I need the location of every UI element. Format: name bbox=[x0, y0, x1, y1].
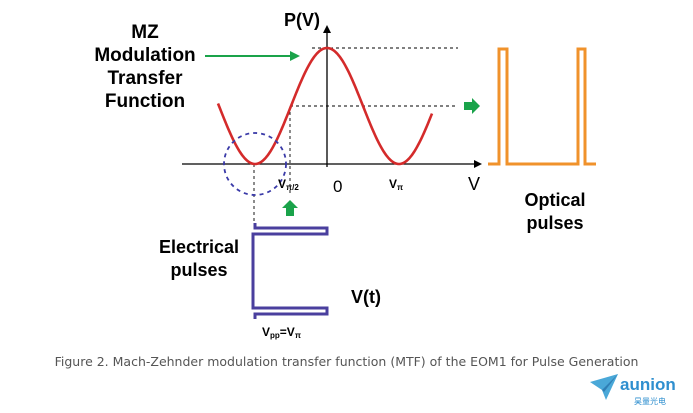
tick-zero: 0 bbox=[333, 177, 342, 196]
paper-plane-icon bbox=[590, 374, 618, 400]
title-line-1: MZ bbox=[131, 22, 159, 43]
title-line-2: Modulation bbox=[94, 45, 195, 66]
title-line-4: Function bbox=[105, 91, 185, 112]
mtf-curve bbox=[216, 46, 434, 166]
figure-caption: Figure 2. Mach-Zehnder modulation transf… bbox=[54, 354, 639, 369]
x-axis-arrowhead bbox=[474, 160, 482, 168]
optical-pulses bbox=[488, 47, 596, 166]
y-axis-label: P(V) bbox=[284, 10, 320, 30]
electrical-arrow bbox=[282, 200, 298, 216]
y-axis-arrowhead bbox=[323, 25, 331, 33]
aunion-logo: aunion 昊量光电 bbox=[590, 374, 676, 406]
electrical-label-line-1: Electrical bbox=[159, 237, 239, 257]
electrical-pulses bbox=[251, 223, 329, 319]
logo-name: aunion bbox=[620, 375, 676, 394]
optical-label-line-1: Optical bbox=[524, 190, 585, 210]
tick-vpi2: Vπ/2 bbox=[278, 177, 299, 192]
axes bbox=[182, 25, 482, 168]
vt-label: V(t) bbox=[351, 287, 381, 307]
x-axis-label: V bbox=[468, 174, 480, 194]
logo-chinese: 昊量光电 bbox=[634, 396, 666, 406]
optical-arrow bbox=[464, 98, 480, 114]
title-arrow bbox=[205, 51, 300, 61]
tick-vpi: Vπ bbox=[389, 177, 403, 192]
optical-label-line-2: pulses bbox=[526, 213, 583, 233]
guide-lines bbox=[253, 47, 458, 222]
electrical-label-line-2: pulses bbox=[170, 260, 227, 280]
vpp-label: Vpp=Vπ bbox=[262, 325, 301, 340]
title-line-3: Transfer bbox=[108, 68, 184, 89]
bias-circle bbox=[223, 132, 287, 196]
